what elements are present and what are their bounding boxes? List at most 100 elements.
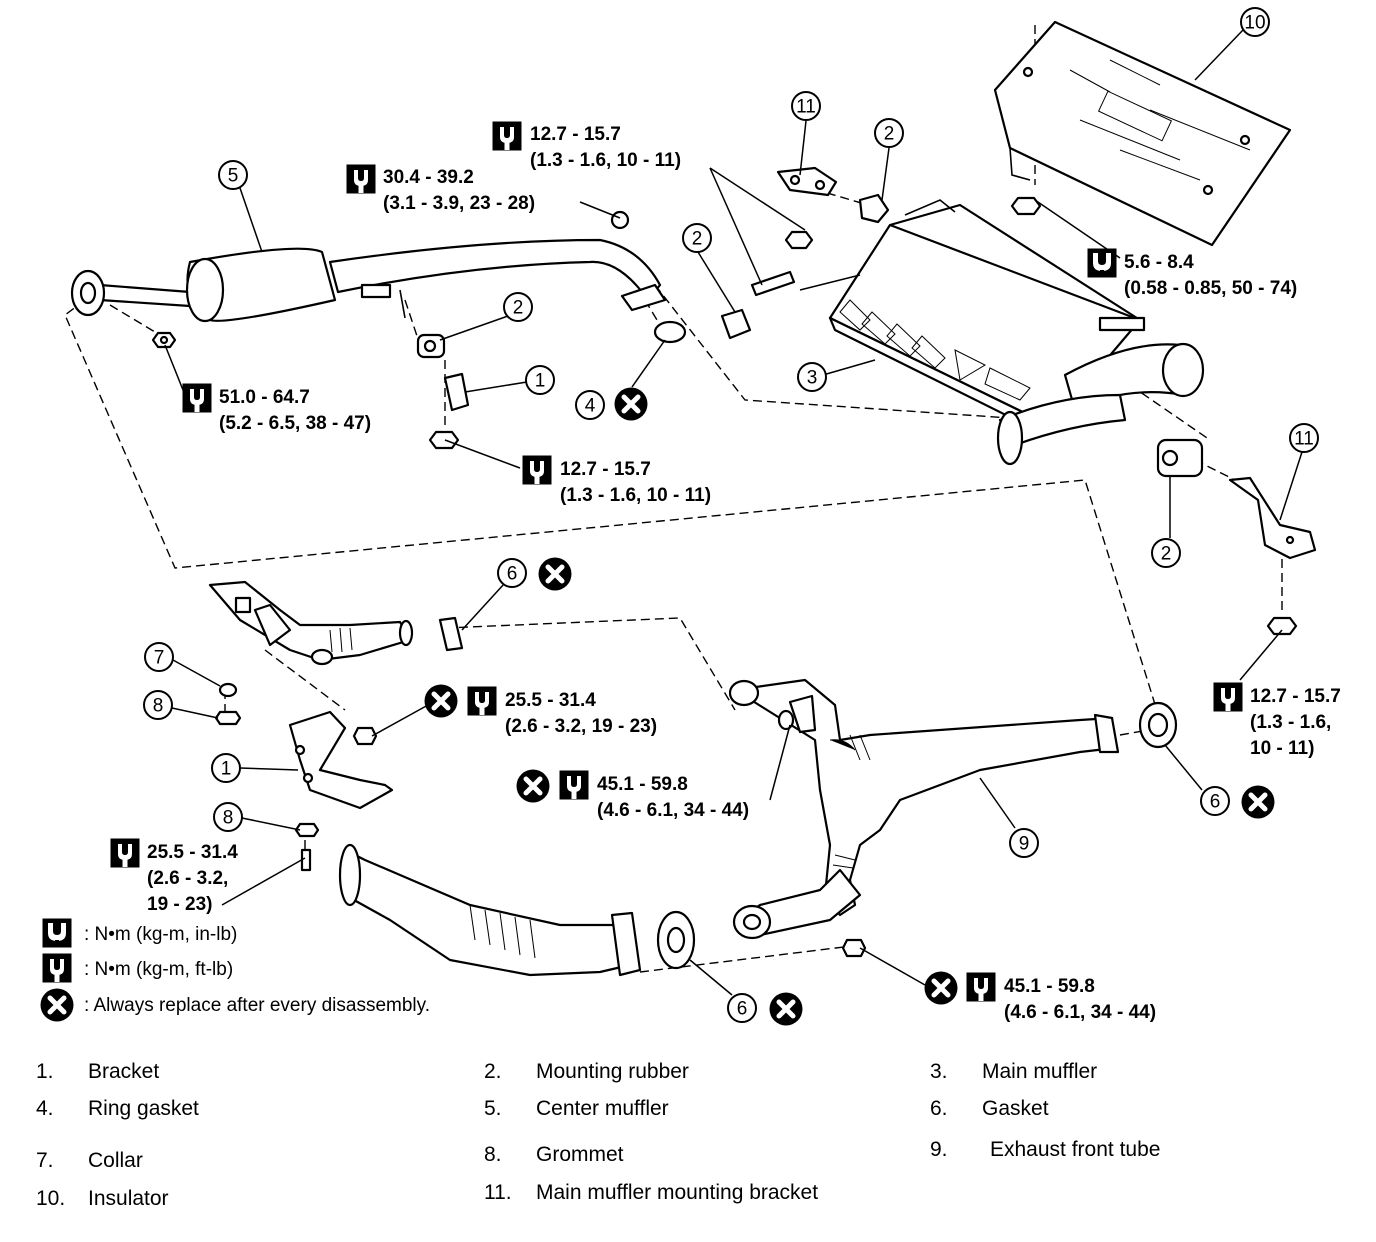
callout-2-left: 2 — [503, 292, 533, 322]
center-muffler-assembly — [70, 238, 667, 323]
torque-value-secondary: (2.6 - 3.2, 19 - 23) — [505, 716, 657, 737]
torque-value-nm: 12.7 - 15.7 — [530, 124, 621, 145]
callout-number: 2 — [1161, 544, 1172, 565]
torque-front-tube-nut: 45.1 - 59.8 (4.6 - 6.1, 34 - 44) — [966, 972, 1156, 1023]
torque-value-nm: 5.6 - 8.4 — [1124, 252, 1194, 273]
torque-wrench-icon — [966, 972, 996, 1002]
replace-icon — [770, 993, 803, 1026]
callout-number: 10 — [1244, 13, 1265, 34]
ring-gasket — [653, 320, 687, 344]
callout-number: 2 — [513, 298, 524, 319]
callout-number: 9 — [1019, 834, 1030, 855]
callout-11-top: 11 — [791, 91, 821, 121]
callout-5: 5 — [218, 160, 248, 190]
parts-list-item: 5.Center muffler — [484, 1097, 669, 1120]
callout-2-right: 2 — [1151, 538, 1181, 568]
exhaust-front-tube — [728, 678, 1178, 958]
torque-top-center: 12.7 - 15.7(1.3 - 1.6, 10 - 11) — [492, 121, 681, 171]
callout-11-right: 11 — [1289, 423, 1319, 453]
parts-list-item: 6.Gasket — [930, 1097, 1049, 1120]
parts-list-item: 9.Exhaust front tube — [930, 1138, 1161, 1161]
torque-value-nm: 45.1 - 59.8 — [1004, 976, 1095, 997]
main-muffler-assembly — [799, 199, 1205, 466]
torque-right-bracket: 12.7 - 15.7 (1.3 - 1.6, 10 - 11) — [1213, 682, 1341, 759]
callout-2-top: 2 — [874, 118, 904, 148]
main-muffler-hanger-top — [720, 166, 890, 340]
torque-wrench-icon — [346, 164, 376, 194]
parts-list-item: 7.Collar — [36, 1149, 143, 1172]
callout-10: 10 — [1240, 7, 1270, 37]
callout-number: 8 — [153, 696, 164, 717]
legend-in-lb: : N•m (kg-m, in-lb) — [84, 924, 237, 945]
callout-number: 2 — [692, 229, 703, 250]
callout-number: 8 — [223, 808, 234, 829]
callout-4: 4 — [575, 390, 605, 420]
torque-insulator: 5.6 - 8.4 (0.58 - 0.85, 50 - 74) — [1087, 248, 1297, 299]
torque-wrench-icon — [492, 121, 522, 151]
torque-value-secondary: (1.3 - 1.6, 10 - 11) — [560, 485, 711, 506]
torque-value-secondary: (5.2 - 6.5, 38 - 47) — [219, 413, 371, 434]
callout-6-right: 6 — [1200, 786, 1230, 816]
callout-6-top: 6 — [497, 558, 527, 588]
parts-list-item: 2.Mounting rubber — [484, 1060, 689, 1083]
lower-bracket-assembly — [214, 682, 394, 872]
callout-number: 1 — [535, 371, 546, 392]
replace-icon — [425, 685, 458, 718]
torque-value-nm: 12.7 - 15.7 — [560, 459, 651, 480]
callout-number: 6 — [507, 564, 518, 585]
torque-wrench-ft-lb-icon — [42, 953, 72, 983]
callout-number: 2 — [884, 124, 895, 145]
main-muffler-hanger-right — [1156, 438, 1317, 636]
torque-value-nm: 25.5 - 31.4 — [147, 842, 238, 863]
torque-left-upper-nut: 25.5 - 31.4(2.6 - 3.2, 19 - 23) — [467, 686, 657, 737]
torque-left-flange: 51.0 - 64.7 (5.2 - 6.5, 38 - 47) — [182, 383, 371, 434]
callout-number: 3 — [807, 368, 818, 389]
callout-number: 7 — [154, 648, 165, 669]
callout-number: 5 — [228, 166, 239, 187]
replace-icon — [615, 388, 648, 421]
torque-value-nm: 45.1 - 59.8 — [597, 774, 688, 795]
torque-value-secondary: (1.3 - 1.6, — [1250, 712, 1331, 733]
callout-number: 4 — [585, 396, 596, 417]
torque-left-lower-bolt: 25.5 - 31.4 (2.6 - 3.2, 19 - 23) — [110, 838, 238, 915]
parts-list-item: 10.Insulator — [36, 1187, 169, 1210]
callout-8-top: 8 — [143, 690, 173, 720]
legend-ft-lb: : N•m (kg-m, ft-lb) — [84, 959, 233, 980]
callout-7: 7 — [144, 642, 174, 672]
torque-y-pipe-nut: 45.1 - 59.8(4.6 - 6.1, 34 - 44) — [559, 770, 749, 821]
legend: : N•m (kg-m, in-lb) : N•m (kg-m, ft-lb) … — [41, 918, 430, 1022]
torque-value-secondary: (3.1 - 3.9, 23 - 28) — [383, 193, 535, 214]
torque-value-nm: 12.7 - 15.7 — [1250, 686, 1341, 707]
callout-number: 11 — [796, 97, 816, 118]
legend-replace: : Always replace after every disassembly… — [84, 995, 430, 1016]
torque-bracket-nut: 12.7 - 15.7 (1.3 - 1.6, 10 - 11) — [522, 455, 711, 506]
callout-3: 3 — [797, 362, 827, 392]
torque-value-secondary: (0.58 - 0.85, 50 - 74) — [1124, 278, 1297, 299]
torque-wrench-icon — [559, 770, 589, 800]
callout-1-bottom: 1 — [211, 753, 241, 783]
callout-9: 9 — [1009, 828, 1039, 858]
callout-2-mid: 2 — [682, 223, 712, 253]
replace-icon — [41, 989, 74, 1022]
center-muffler-nut — [610, 210, 630, 230]
parts-list-item: 4.Ring gasket — [36, 1097, 199, 1120]
callout-8-bottom: 8 — [213, 802, 243, 832]
torque-wrench-icon — [1213, 682, 1243, 712]
parts-list-item: 1.Bracket — [36, 1060, 160, 1083]
torque-center-muffler: 30.4 - 39.2 (3.1 - 3.9, 23 - 28) — [346, 164, 535, 214]
torque-value-nm: 30.4 - 39.2 — [383, 167, 474, 188]
center-muffler-hanger — [416, 333, 470, 450]
parts-list-item: 8.Grommet — [484, 1143, 624, 1166]
torque-value-secondary: (2.6 - 3.2, — [147, 868, 228, 889]
torque-value-secondary: 10 - 11) — [1250, 738, 1314, 759]
callout-number: 6 — [1210, 792, 1221, 813]
torque-wrench-icon — [110, 838, 140, 868]
parts-list-item: 11.Main muffler mounting bracket — [484, 1181, 819, 1204]
torque-value-secondary: 19 - 23) — [147, 894, 212, 915]
torque-value-nm: 51.0 - 64.7 — [219, 387, 310, 408]
leader-lines — [164, 29, 1303, 996]
torque-value-secondary: (4.6 - 6.1, 34 - 44) — [1004, 1002, 1156, 1023]
replace-icon — [1242, 786, 1275, 819]
